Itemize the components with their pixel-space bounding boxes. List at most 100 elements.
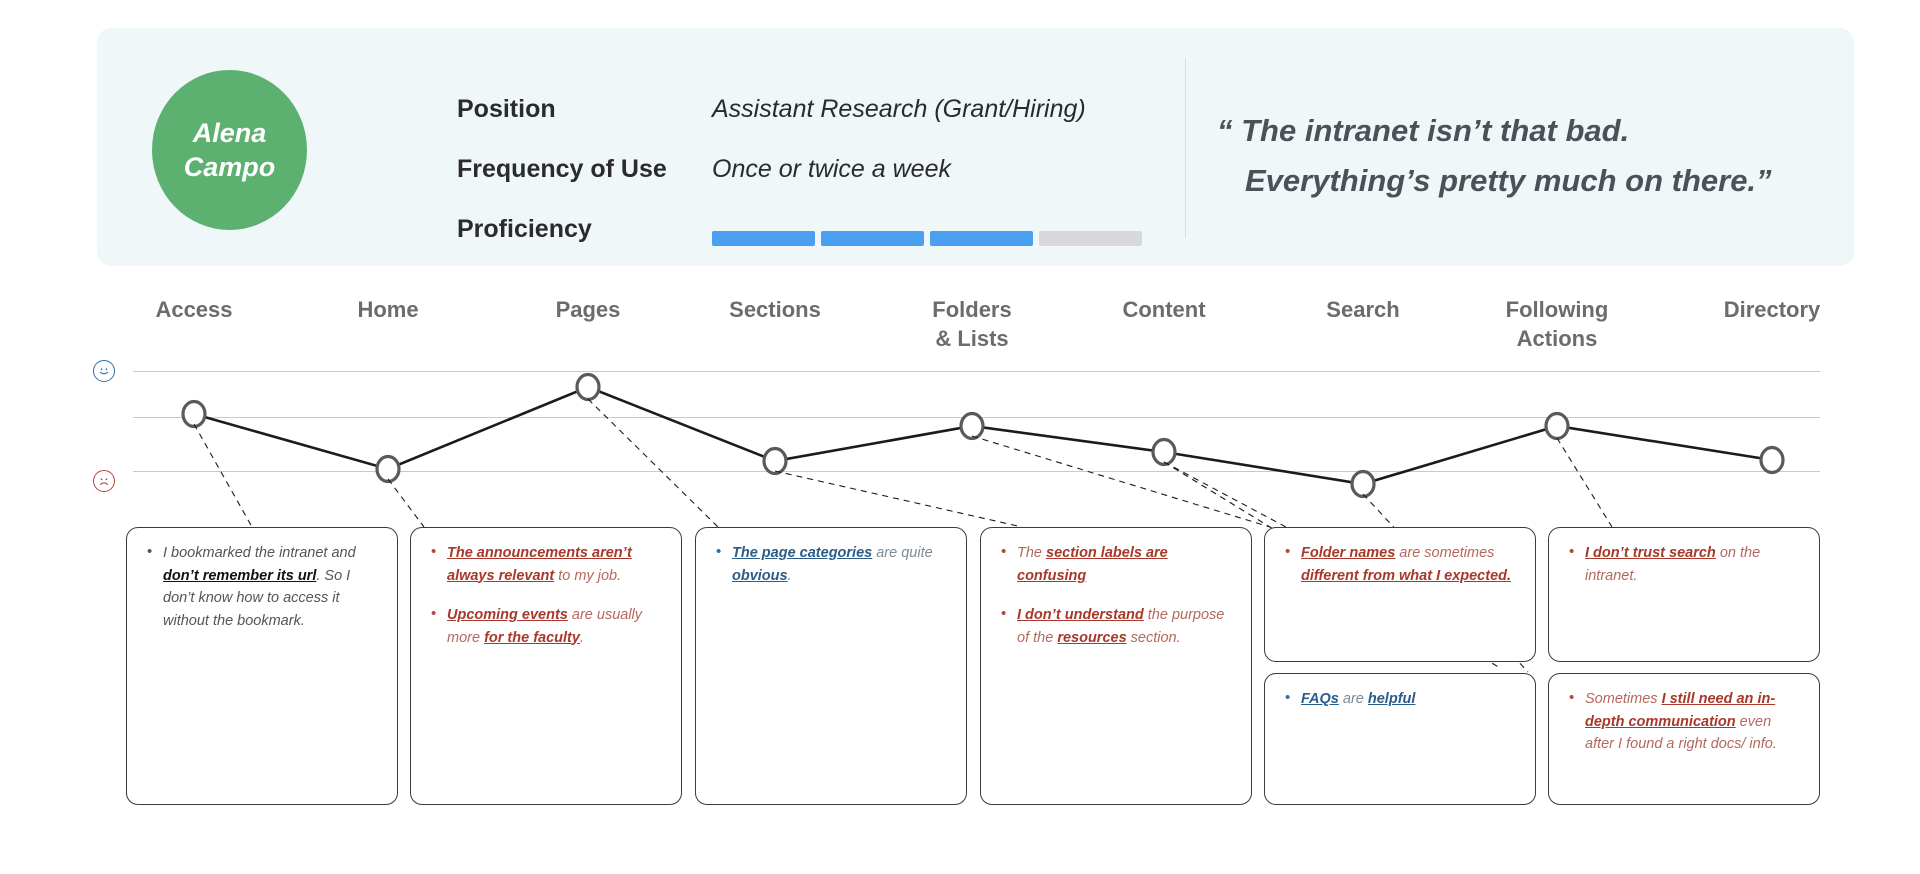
plain-phrase: section. — [1126, 629, 1181, 646]
journey-node-8[interactable] — [1544, 411, 1570, 441]
card-bullet-item: The page categories are quite obvious. — [714, 541, 950, 587]
plain-phrase: are quite — [872, 545, 933, 561]
stage-header-content[interactable]: Content — [1074, 295, 1254, 324]
connector-line-2 — [387, 478, 425, 528]
stage-header-search[interactable]: Search — [1273, 295, 1453, 324]
plain-phrase: . So I don’t know how to access it witho… — [163, 567, 351, 629]
card-bullet-item: The section labels are confusing — [999, 541, 1235, 587]
journey-stage-headers: Access Home Pages Sections Folders& Lists Con… — [0, 295, 1920, 359]
card-search: I don’t trust search on the intranet. — [1548, 527, 1820, 662]
card-bullet-item: I don’t understand the purpose of the re… — [999, 603, 1235, 649]
connector-line-4 — [774, 470, 1023, 528]
journey-node-6[interactable] — [1151, 437, 1177, 467]
card-bullet-list: The page categories are quite obvious. — [714, 541, 950, 587]
connector-line-3 — [587, 398, 719, 528]
card-folders: Folder names are sometimes different fro… — [1264, 527, 1536, 662]
plain-phrase: are usually more — [447, 607, 643, 646]
journey-node-4[interactable] — [762, 446, 788, 476]
card-bullet-list: The announcements aren’t always relevant… — [429, 541, 665, 649]
stage-header-line-1: Search — [1326, 297, 1400, 322]
highlighted-phrase: The page categories — [732, 545, 873, 561]
highlighted-phrase: obvious — [732, 567, 788, 584]
stage-header-pages[interactable]: Pages — [498, 295, 678, 324]
gridline-top — [133, 371, 1820, 372]
plain-phrase: are — [1338, 691, 1368, 707]
card-bullet-list: I bookmarked the intranet and don’t reme… — [145, 541, 381, 632]
stage-header-sections[interactable]: Sections — [685, 295, 865, 324]
connector-line-9 — [1556, 437, 1613, 528]
plain-phrase: even after I found a right docs/ info. — [1585, 713, 1777, 753]
card-bullet-item: The announcements aren’t always relevant… — [429, 541, 665, 587]
card-bullet-list: Folder names are sometimes different fro… — [1283, 541, 1519, 587]
connector-line-5 — [971, 435, 1271, 528]
plain-phrase: on the intranet. — [1585, 545, 1761, 584]
card-bullet-item: Sometimes I still need an in-depth commu… — [1567, 687, 1803, 756]
field-value-position: Assistant Research (Grant/Hiring) — [712, 95, 1086, 123]
stage-header-line-1: Following — [1505, 297, 1609, 322]
plain-phrase: The — [1017, 545, 1047, 561]
journey-node-3[interactable] — [575, 372, 601, 402]
proficiency-segment-1 — [712, 231, 815, 246]
persona-field-position: Position Assistant Research (Grant/Hirin… — [457, 84, 1142, 135]
card-home: The announcements aren’t always relevant… — [410, 527, 682, 805]
persona-quote: “ The intranet isn’t that bad. Everythin… — [1217, 106, 1857, 206]
stage-header-line-1: Directory — [1723, 297, 1821, 322]
plain-phrase: Sometimes — [1585, 691, 1662, 707]
sad-face-icon — [93, 470, 115, 492]
card-bullet-list: I don’t trust search on the intranet. — [1567, 541, 1803, 587]
journey-polyline — [193, 385, 1773, 486]
journey-node-5[interactable] — [959, 411, 985, 441]
quote-line-1: “ The intranet isn’t that bad. — [1217, 113, 1630, 148]
card-access: I bookmarked the intranet and don’t reme… — [126, 527, 398, 805]
journey-node-1[interactable] — [181, 399, 207, 429]
field-value-frequency: Once or twice a week — [712, 155, 951, 183]
card-bullet-item: Upcoming events are usually more for the… — [429, 603, 665, 649]
stage-header-line-1: Content — [1122, 297, 1206, 322]
happy-face-icon — [93, 360, 115, 382]
highlighted-phrase: I still need an in-depth communication — [1585, 691, 1776, 730]
card-bullet-list: FAQs are helpful — [1283, 687, 1519, 711]
card-bullet-item: I bookmarked the intranet and don’t reme… — [145, 541, 381, 632]
plain-phrase: are sometimes — [1395, 545, 1495, 561]
stage-header-line-1: Access — [155, 297, 233, 322]
highlighted-phrase: different from what I expected. — [1301, 567, 1512, 584]
highlighted-phrase: I don’t understand — [1017, 607, 1144, 623]
stage-header-access[interactable]: Access — [104, 295, 284, 324]
plain-phrase: to my job. — [554, 567, 622, 584]
journey-node-7[interactable] — [1350, 469, 1376, 499]
card-bullet-item: FAQs are helpful — [1283, 687, 1519, 711]
proficiency-segment-3 — [930, 231, 1033, 246]
persona-field-proficiency: Proficiency — [457, 204, 1142, 255]
card-bullet-item: I don’t trust search on the intranet. — [1567, 541, 1803, 587]
highlighted-phrase: section labels are confusing — [1017, 545, 1168, 584]
stage-header-home[interactable]: Home — [298, 295, 478, 324]
highlighted-phrase: Upcoming events — [447, 607, 568, 623]
journey-node-2[interactable] — [375, 454, 401, 484]
persona-summary-card: Alena Campo Position Assistant Research … — [97, 28, 1854, 266]
field-label-proficiency: Proficiency — [457, 215, 592, 243]
plain-phrase: I bookmarked the intranet and — [163, 545, 356, 561]
plain-phrase: . — [579, 629, 584, 646]
card-bullet-list: The section labels are confusing I don’t… — [999, 541, 1235, 649]
stage-header-line-1: Folders — [932, 297, 1012, 322]
highlighted-phrase: I don’t trust search — [1585, 545, 1716, 561]
proficiency-segment-4 — [1039, 231, 1142, 246]
stage-header-folders-lists[interactable]: Folders& Lists — [882, 295, 1062, 353]
stage-header-line-1: Sections — [729, 297, 821, 322]
plain-phrase: . — [787, 567, 792, 584]
card-pages: The page categories are quite obvious. — [695, 527, 967, 805]
field-label-frequency: Frequency of Use — [457, 155, 667, 183]
persona-field-frequency: Frequency of Use Once or twice a week — [457, 144, 1142, 195]
vertical-divider — [1185, 58, 1186, 238]
proficiency-segment-2 — [821, 231, 924, 246]
avatar-name-line-1: Alena — [192, 118, 267, 148]
journey-node-9[interactable] — [1759, 445, 1785, 475]
field-label-position: Position — [457, 95, 556, 123]
avatar-name-line-2: Campo — [183, 152, 276, 182]
highlighted-phrase: resources — [1057, 629, 1127, 646]
stage-header-directory[interactable]: Directory — [1682, 295, 1862, 324]
plain-phrase: the purpose of the — [1017, 607, 1225, 646]
card-sections: The section labels are confusing I don’t… — [980, 527, 1252, 805]
